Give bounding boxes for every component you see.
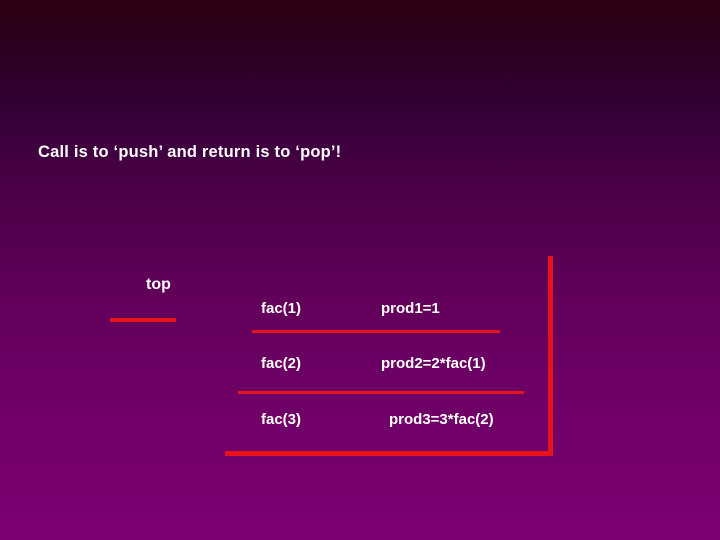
stack-frame-product-3: prod3=3*fac(2) [389, 411, 494, 428]
stack-bracket-right-edge [548, 256, 553, 456]
stack-frame-divider-2 [238, 391, 524, 394]
stack-frame-call-1: fac(1) [261, 300, 302, 317]
stack-top-label: top [146, 276, 171, 293]
page-title: Call is to ‘push’ and return is to ‘pop’… [38, 143, 342, 161]
stack-frame-divider-1 [252, 330, 500, 333]
stack-frame-product-1: prod1=1 [381, 300, 440, 317]
stack-bracket-bottom-edge [225, 451, 553, 456]
stack-frame-call-2: fac(2) [261, 355, 302, 372]
stack-top-pointer-line [110, 318, 176, 322]
stack-frame-call-3: fac(3) [261, 411, 302, 428]
stack-frame-product-2: prod2=2*fac(1) [381, 355, 486, 372]
